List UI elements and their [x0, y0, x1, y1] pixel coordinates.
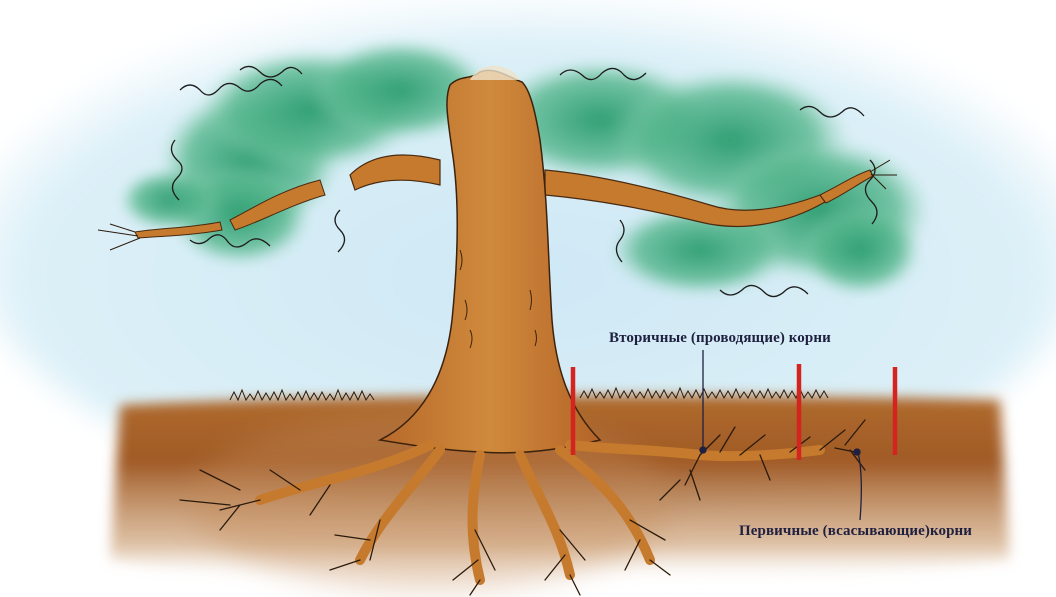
leader-secondary-dot — [700, 447, 706, 453]
secondary-roots-label: Вторичные (проводящие) корни — [609, 330, 831, 347]
leader-primary-dot — [854, 449, 860, 455]
primary-roots-label: Первичные (всасывающие)корни — [739, 523, 972, 540]
